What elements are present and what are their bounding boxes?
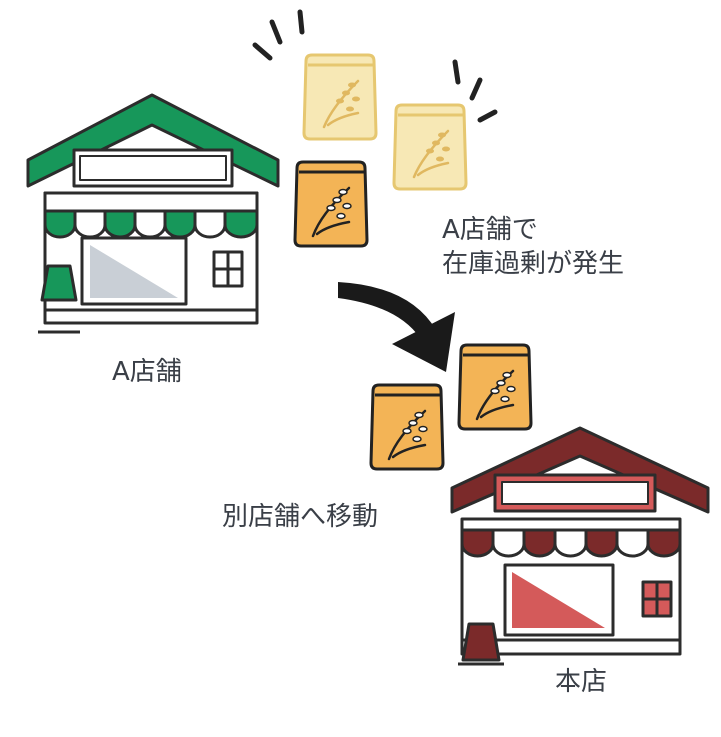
main-store-awning <box>460 528 682 558</box>
store-a-awning <box>43 191 259 239</box>
curved-arrow-icon <box>338 282 455 372</box>
excess-inventory-line-1: A店舗で <box>442 215 538 245</box>
store-a-label: A店舗 <box>112 357 182 387</box>
excess-inventory-label: A店舗で 在庫過剰が発生 <box>442 213 624 281</box>
store-a-illustration <box>26 93 280 334</box>
rice-bag-dark-2 <box>457 343 533 431</box>
sparkle-lines-left <box>252 9 305 61</box>
store-a-aboard <box>40 264 78 302</box>
main-store-label: 本店 <box>555 667 608 697</box>
move-to-other-store-label: 別店舗へ移動 <box>222 502 379 532</box>
rice-bag-dark-1 <box>293 160 369 248</box>
rice-bag-dark-3 <box>369 383 445 471</box>
main-store-roof <box>450 426 710 514</box>
sparkle-lines-right <box>452 59 498 123</box>
main-store-illustration <box>450 426 710 666</box>
rice-bag-light-1 <box>302 53 378 141</box>
main-store-aboard <box>461 622 501 662</box>
rice-bag-light-2 <box>392 103 468 191</box>
store-a-roof <box>26 93 280 188</box>
excess-inventory-line-2: 在庫過剰が発生 <box>442 249 625 279</box>
